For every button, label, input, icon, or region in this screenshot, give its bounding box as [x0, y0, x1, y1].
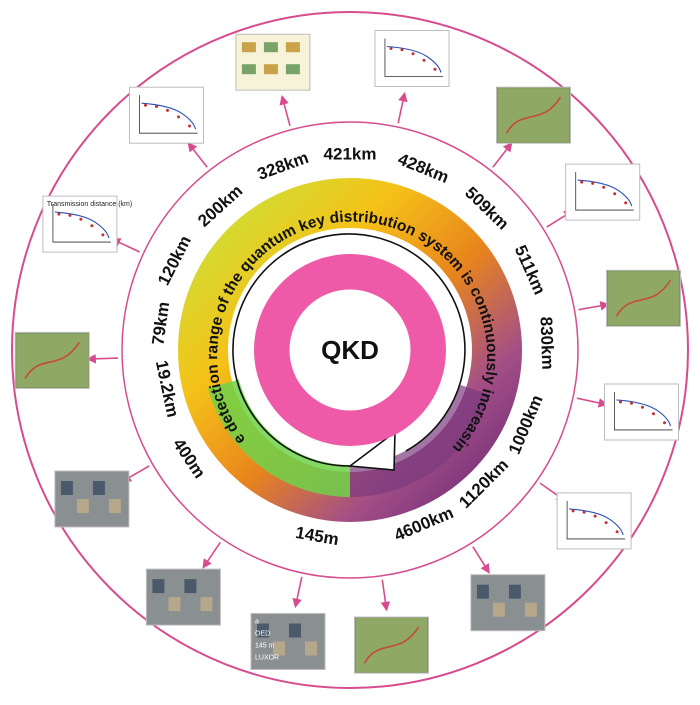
- distance-label: 328km: [255, 148, 311, 184]
- thumb-rate-plot: [556, 492, 632, 550]
- link-arrow: [472, 546, 490, 574]
- link-arrow: [187, 141, 208, 168]
- thumbnail-label: 145 m: [255, 643, 275, 650]
- distance-label: 19.2km: [152, 359, 183, 419]
- link-arrow: [202, 541, 221, 569]
- distance-label: 428km: [395, 150, 451, 187]
- distance-label: 79km: [148, 301, 173, 347]
- distance-label: 145m: [294, 523, 340, 549]
- thumb-satellite-earth: [470, 574, 546, 632]
- thumbnail-label: LUXOR: [255, 655, 279, 662]
- distance-label: 120km: [154, 233, 195, 289]
- thumb-chart-curve: [129, 86, 204, 144]
- link-arrow: [292, 576, 303, 609]
- thumb-field-map: [14, 331, 90, 389]
- thumbnail-label: a: [255, 619, 259, 626]
- thumb-distance-plot: [374, 30, 450, 87]
- link-arrow: [578, 301, 610, 311]
- thumb-map-network: [606, 269, 681, 327]
- thumb-satellite-map: [496, 86, 571, 144]
- link-arrow: [279, 95, 291, 127]
- thumb-lab-setup: [54, 470, 130, 528]
- distance-label: 400m: [169, 435, 209, 482]
- link-arrow: [492, 141, 513, 168]
- distance-label: 421km: [324, 144, 377, 163]
- center-title: QKD: [321, 335, 379, 365]
- thumbnail-label: Transmission distance (km): [47, 201, 132, 208]
- outer-ring: [11, 11, 689, 689]
- qkd-donut: [254, 254, 446, 446]
- thumb-log-plot: [565, 163, 641, 221]
- link-arrow: [397, 91, 408, 124]
- distance-label: 511km: [511, 242, 550, 297]
- distance-ring-outline: [121, 121, 579, 579]
- link-arrow: [380, 579, 391, 612]
- link-arrows: [86, 91, 610, 612]
- thumb-scatter-plot: [604, 383, 679, 441]
- thumb-aerial-city-400m: [145, 568, 221, 626]
- thumb-transmission-plot: Transmission distance (km): [42, 195, 132, 253]
- thumb-circuit-schematic: [235, 33, 311, 91]
- distance-label: 830km: [536, 316, 557, 370]
- link-arrow: [86, 354, 119, 364]
- thumbnail-label: OED: [255, 631, 270, 638]
- thumb-globe-map: [354, 616, 429, 674]
- progress-arrow: [232, 233, 466, 471]
- link-arrow: [576, 397, 609, 408]
